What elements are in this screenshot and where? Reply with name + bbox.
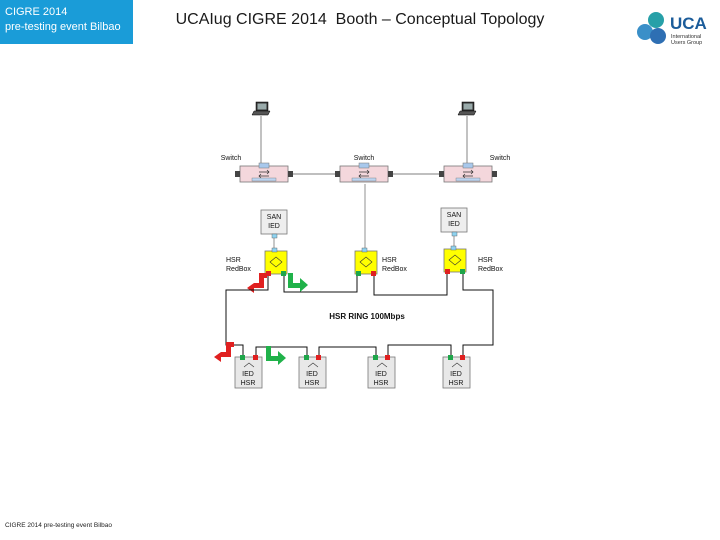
ied3-line2: HSR (374, 380, 389, 387)
redbox-center (354, 247, 378, 276)
san-right-line2: IED (448, 221, 460, 228)
switch-label-center: Switch (354, 155, 375, 162)
ied1-line1: IED (242, 371, 254, 378)
redbox-center-line1: HSR (382, 257, 397, 264)
redbox-left-line1: HSR (226, 257, 241, 264)
ied2-line2: HSR (305, 380, 320, 387)
hsr-ring (225, 274, 494, 357)
redbox-left (264, 247, 288, 276)
ied-hsr-3: IED HSR (367, 355, 396, 389)
switch-icon (438, 162, 498, 183)
san-left-line1: SAN (267, 214, 281, 221)
switch-icon (334, 162, 394, 183)
redbox-center-line2: RedBox (382, 266, 407, 273)
badge-line-2: pre-testing event Bilbao (5, 21, 121, 33)
logo-text: UCA (670, 14, 707, 33)
footer-text: CIGRE 2014 pre-testing event Bilbao (5, 522, 112, 529)
ied2-line1: IED (306, 371, 318, 378)
badge-line-1: CIGRE 2014 (5, 6, 68, 18)
san-ied-left (260, 209, 288, 235)
uca-logo: UCA International Users Group (637, 12, 707, 46)
switch-icon (234, 162, 294, 183)
ied-hsr-1: IED HSR (234, 355, 263, 389)
green-arrow-icon (266, 346, 286, 365)
switch-label-left: Switch (221, 155, 242, 162)
ied4-line1: IED (450, 371, 462, 378)
ring-label: HSR RING 100Mbps (329, 312, 405, 321)
ied1-line2: HSR (241, 380, 256, 387)
redbox-right-line2: RedBox (478, 266, 503, 273)
event-badge: CIGRE 2014 pre-testing event Bilbao (0, 0, 133, 44)
ied-hsr-2: IED HSR (298, 355, 327, 389)
redbox-right (443, 245, 467, 274)
redbox-left-line2: RedBox (226, 266, 251, 273)
green-arrow-icon (288, 273, 308, 292)
page-title: UCAIug CIGRE 2014 Booth – Conceptual Top… (175, 11, 545, 28)
laptop-icon (251, 101, 271, 116)
san-right-line1: SAN (447, 212, 461, 219)
ied-hsr-4: IED HSR (442, 355, 471, 389)
ied4-line2: HSR (449, 380, 464, 387)
ied3-line1: IED (375, 371, 387, 378)
laptop-icon (457, 101, 477, 116)
logo-subtitle-1: International (671, 34, 701, 40)
switch-label-right: Switch (490, 155, 511, 162)
san-ied-right (440, 207, 468, 233)
logo-subtitle-2: Users Group (671, 40, 702, 46)
red-arrow-icon (214, 342, 234, 362)
san-left-line2: IED (268, 223, 280, 230)
redbox-right-line1: HSR (478, 257, 493, 264)
